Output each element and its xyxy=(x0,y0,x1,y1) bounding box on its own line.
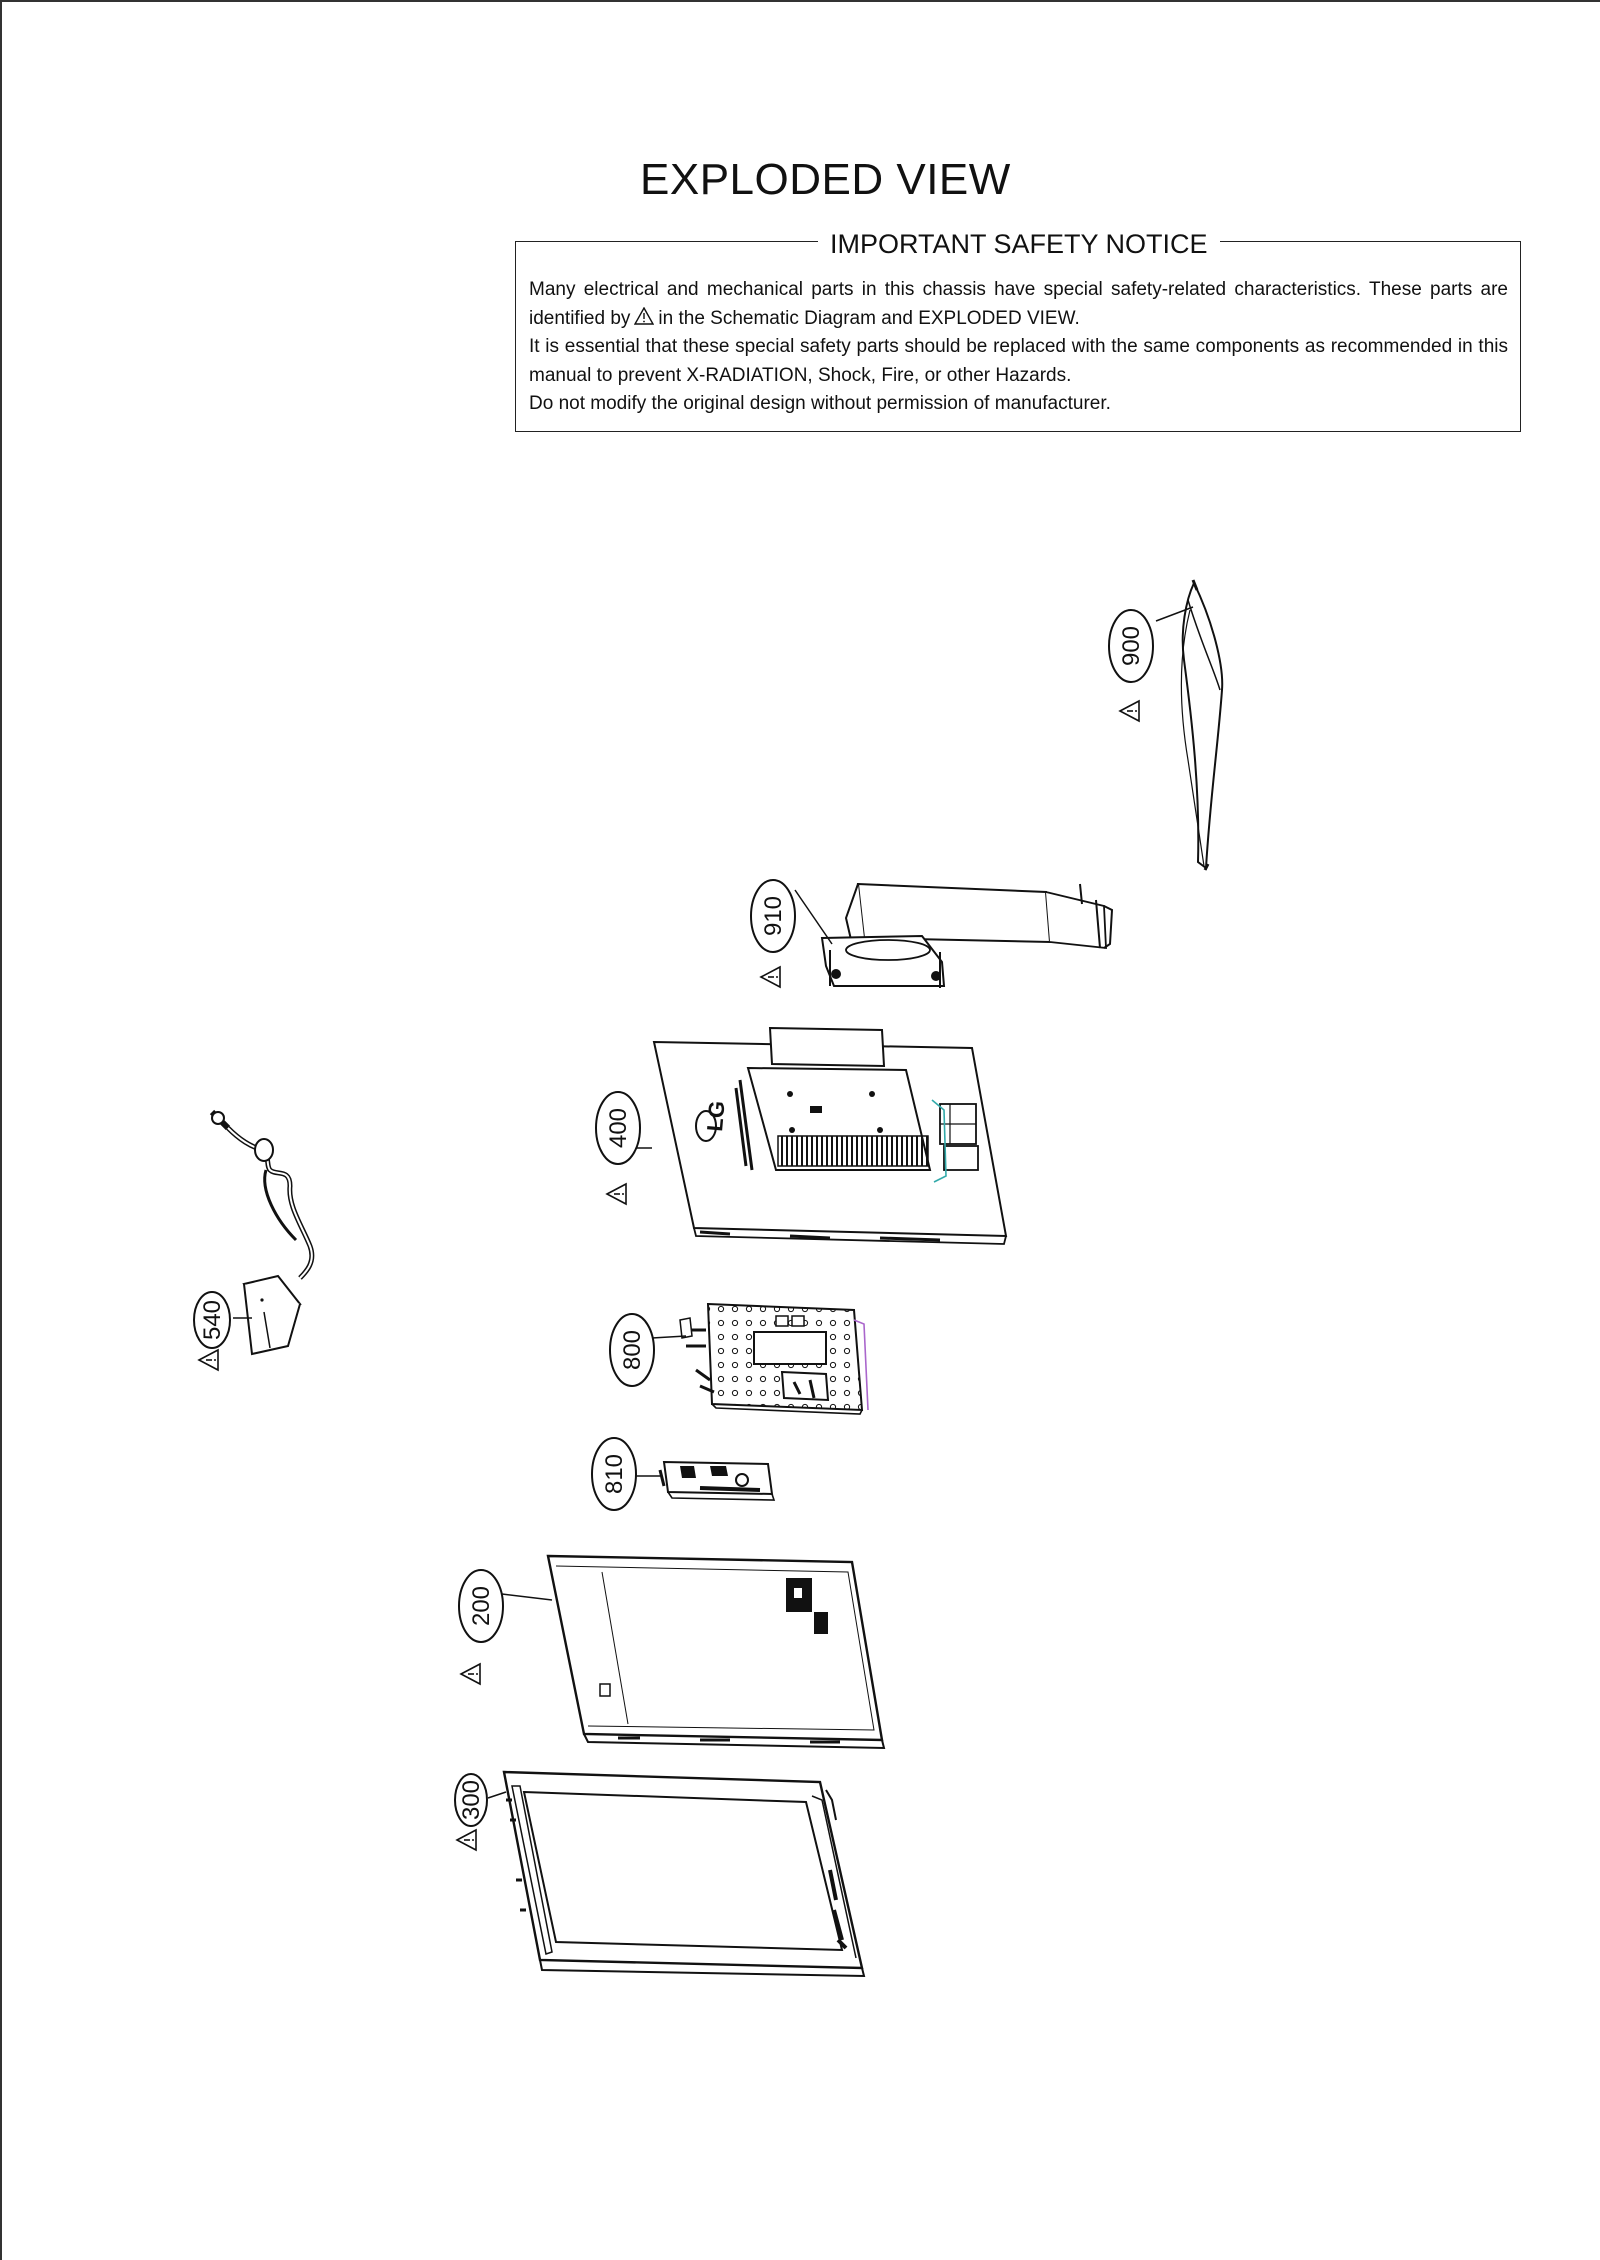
part-200-lcd-module xyxy=(546,1554,886,1750)
part-810-sub-board xyxy=(658,1460,776,1501)
callout-300: 300 xyxy=(454,1773,488,1827)
safety-warning-icon-200 xyxy=(460,1663,481,1685)
callout-810: 810 xyxy=(591,1437,637,1511)
callout-540: 540 xyxy=(193,1291,231,1349)
svg-text:810: 810 xyxy=(601,1454,628,1494)
part-910-stand-neck xyxy=(820,882,1114,988)
callout-900: 900 xyxy=(1108,609,1154,683)
callout-200: 200 xyxy=(458,1569,504,1643)
svg-text:900: 900 xyxy=(1118,626,1145,666)
part-900-stand-base xyxy=(1180,579,1224,871)
callout-910: 910 xyxy=(750,879,796,953)
svg-text:300: 300 xyxy=(458,1780,485,1820)
part-800-main-board xyxy=(679,1302,869,1415)
svg-text:400: 400 xyxy=(605,1108,632,1148)
notice-line-1b: in the Schematic Diagram and EXPLODED VI… xyxy=(658,307,1080,329)
brand-logo: LG xyxy=(702,1100,730,1133)
part-540-ac-adapter xyxy=(209,1109,315,1356)
page-title: EXPLODED VIEW xyxy=(640,155,1011,204)
svg-text:200: 200 xyxy=(468,1586,495,1626)
part-400-back-cover: LG xyxy=(652,1026,1008,1245)
safety-notice-body: Many electrical and mechanical parts in … xyxy=(529,276,1508,419)
svg-text:540: 540 xyxy=(199,1300,226,1340)
safety-warning-icon-910 xyxy=(760,966,781,988)
safety-warning-icon-300 xyxy=(456,1829,477,1851)
callout-800: 800 xyxy=(609,1313,655,1387)
notice-line-2: It is essential that these special safet… xyxy=(529,336,1508,386)
safety-warning-icon-540 xyxy=(198,1349,219,1371)
svg-text:910: 910 xyxy=(760,896,787,936)
safety-notice-heading: IMPORTANT SAFETY NOTICE xyxy=(818,229,1220,260)
part-300-front-bezel xyxy=(502,1770,866,1978)
svg-text:800: 800 xyxy=(619,1330,646,1370)
safety-warning-icon-400 xyxy=(606,1183,627,1205)
warning-triangle-icon xyxy=(634,306,655,325)
safety-warning-icon-900 xyxy=(1119,700,1140,722)
notice-line-3: Do not modify the original design withou… xyxy=(529,393,1111,414)
callout-400: 400 xyxy=(595,1091,641,1165)
notice-line-1a: Many electrical and mechanical parts in … xyxy=(529,279,1508,329)
